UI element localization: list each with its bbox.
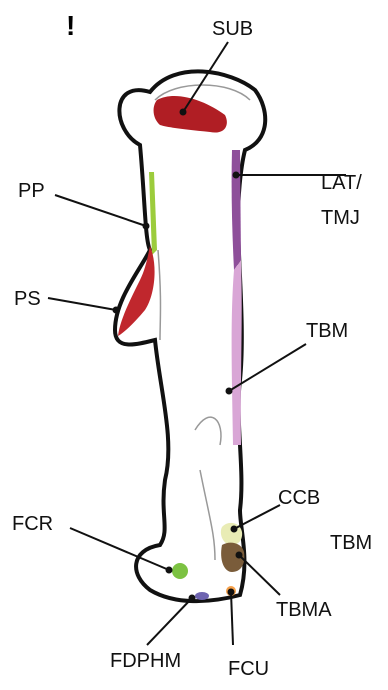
ps-dot	[113, 307, 120, 314]
pp-leader	[55, 195, 146, 226]
ps-leader	[48, 298, 116, 310]
fcu-dot	[228, 589, 235, 596]
label-lat-line1: LAT/	[321, 172, 362, 194]
label-ccb: CCB	[278, 487, 320, 509]
fcr-dot	[166, 567, 173, 574]
pp-dot	[143, 223, 150, 230]
sub-dot	[180, 109, 187, 116]
ccb-dot	[231, 526, 238, 533]
label-fdphm: FDPHM	[110, 650, 181, 672]
fcr-attachment	[172, 563, 188, 579]
fdphm-leader	[147, 598, 192, 645]
label-tbm-upper: TBM	[306, 320, 348, 342]
label-sub: SUB	[212, 18, 253, 40]
lat-tmj-dot	[233, 172, 240, 179]
label-tbm-lower: TBM	[330, 532, 372, 554]
tbma-dot	[236, 552, 243, 559]
label-ps: PS	[14, 288, 41, 310]
label-tbma: TBMA	[276, 599, 332, 621]
label-fcr: FCR	[12, 513, 53, 535]
corner-mark: !	[66, 10, 75, 42]
label-fcu: FCU	[228, 658, 269, 680]
tbm-upper-dot	[226, 388, 233, 395]
fdphm-dot	[189, 595, 196, 602]
fcu-leader	[231, 592, 233, 645]
tbm-attachment	[232, 260, 242, 445]
label-lat-line2: TMJ	[321, 207, 360, 229]
label-pp: PP	[18, 180, 45, 202]
fdphm-attachment	[195, 592, 209, 600]
bone-outline	[115, 71, 265, 601]
